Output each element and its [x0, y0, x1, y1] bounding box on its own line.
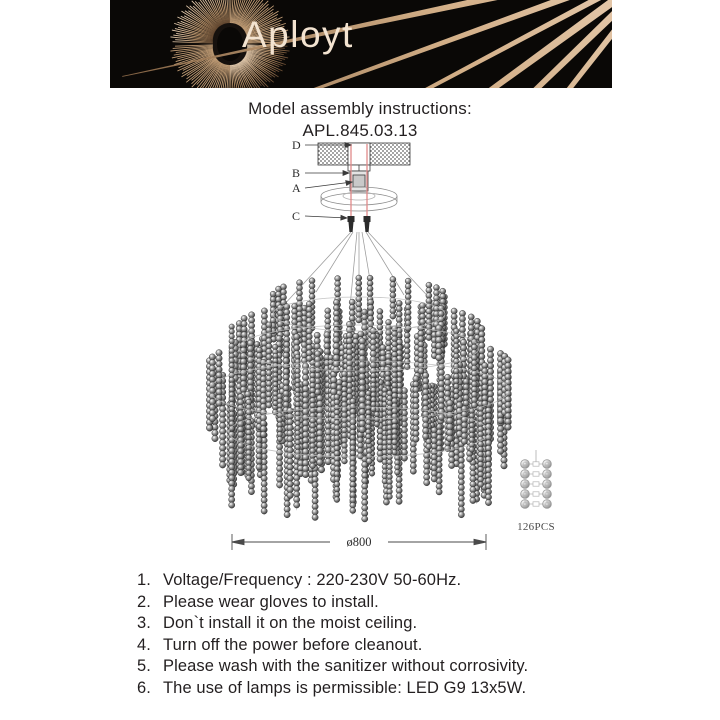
diameter-dimension: [231, 534, 487, 550]
instruction-item: 2. Please wear gloves to install.: [137, 592, 677, 614]
diagram-artwork: D B A C: [206, 138, 512, 550]
instruction-item: 4. Turn off the power before cleanout.: [137, 635, 677, 657]
sunburst-circle-icon: [170, 0, 290, 88]
title-line-2: APL.845.03.13: [302, 121, 418, 140]
callout-label-B: B: [292, 166, 300, 180]
page-title: Model assembly instructions: APL.845.03.…: [0, 98, 720, 142]
callout-leaders: [304, 142, 354, 221]
dimension-label: ø800: [347, 535, 372, 549]
hatched-ceiling-icon: [317, 142, 411, 166]
instruction-text: Please wear gloves to install.: [163, 592, 379, 611]
corner-ray-burst: [122, 0, 612, 88]
crystal-bead-chandelier-icon: [206, 274, 512, 523]
title-line-1: Model assembly instructions:: [248, 99, 472, 118]
instruction-number: 5.: [137, 657, 151, 675]
instruction-number: 2.: [137, 592, 151, 611]
cable-terminal-icon: [347, 216, 371, 232]
instruction-number: 6.: [137, 678, 151, 697]
instruction-number: 3.: [137, 614, 151, 632]
banner-artwork: [110, 0, 612, 88]
instruction-number: 4.: [137, 635, 151, 654]
brand-banner: Aployt: [110, 0, 612, 88]
parts-count-label: 126PCS: [517, 521, 555, 533]
callout-label-D: D: [292, 138, 301, 152]
instruction-number: 1.: [137, 571, 151, 589]
mount-bracket-icon: [347, 164, 371, 192]
instruction-text: Please wash with the sanitizer without c…: [163, 657, 529, 675]
power-cable-icon: [350, 144, 368, 218]
instructions-list: 1. Voltage/Frequency : 220-230V 50-60Hz. 2…: [137, 570, 677, 699]
callout-labels: D B A C: [292, 138, 301, 223]
ceiling-canopy-icon: [320, 186, 398, 212]
brand-name: Aployt: [242, 14, 354, 55]
instruction-text: The use of lamps is permissible: LED G9 …: [163, 678, 527, 697]
instruction-text: Voltage/Frequency : 220-230V 50-60Hz.: [163, 571, 462, 589]
callout-label-A: A: [292, 181, 301, 195]
instruction-item: 6. The use of lamps is permissible: LED G…: [137, 678, 677, 700]
crystal-bead-strand-icon: [520, 450, 552, 509]
chandelier-frame-rings: [208, 296, 510, 458]
instruction-item: 3. Don`t install it on the moist ceiling.: [137, 613, 677, 635]
assembly-diagram: D B A C: [0, 132, 720, 562]
instruction-item: 1. Voltage/Frequency : 220-230V 50-60Hz.: [137, 570, 677, 592]
callout-label-C: C: [292, 209, 300, 223]
instruction-text: Turn off the power before cleanout.: [163, 635, 423, 654]
parts-callout: 126PCS: [500, 448, 572, 533]
instruction-item: 5. Please wash with the sanitizer without…: [137, 656, 677, 678]
instruction-text: Don`t install it on the moist ceiling.: [163, 614, 418, 632]
